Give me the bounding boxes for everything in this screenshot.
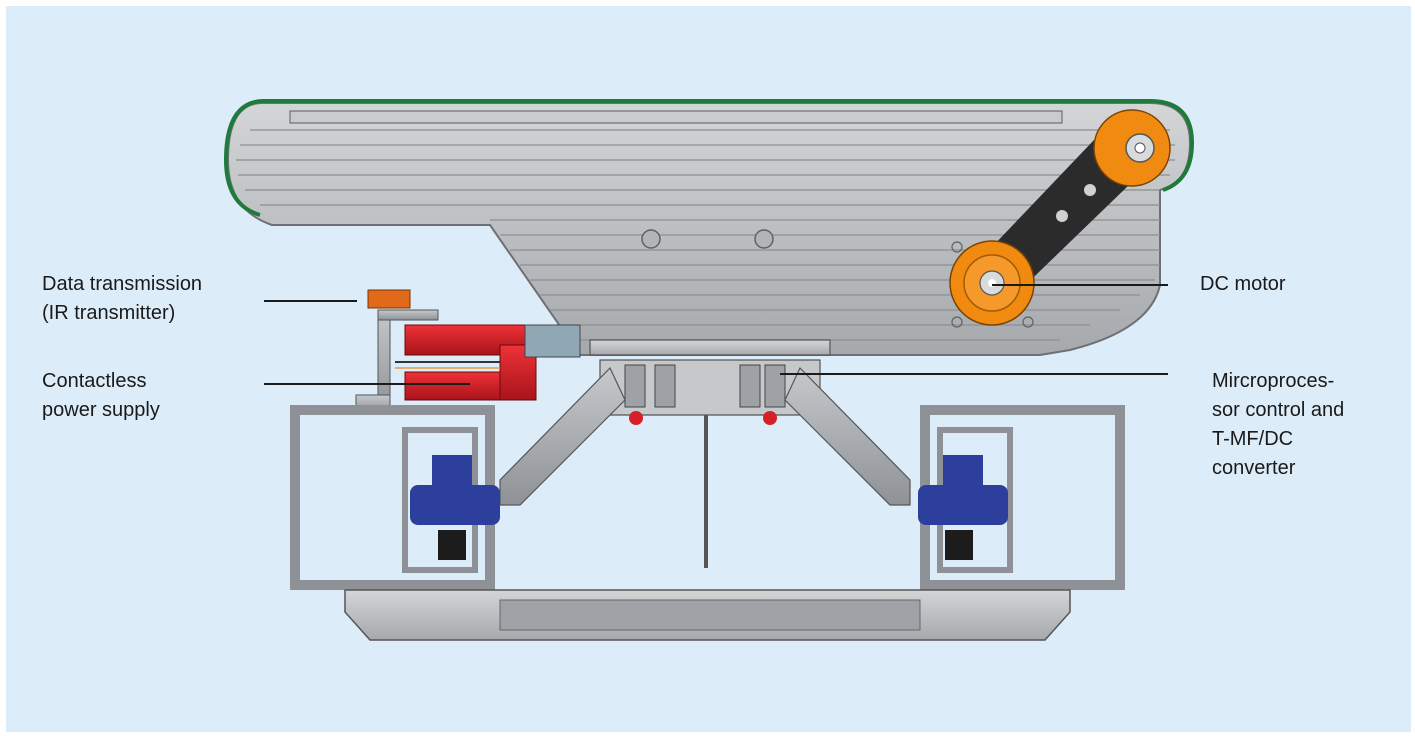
dc-motor-pulley xyxy=(949,240,1035,326)
leader-lines xyxy=(264,284,1168,385)
ir-transmitter xyxy=(367,289,411,309)
belt xyxy=(262,99,1195,192)
power-supply-unit xyxy=(355,309,581,414)
right-wheel-frame xyxy=(918,405,1125,590)
base-skid xyxy=(344,589,1071,641)
top-pulley xyxy=(1093,109,1171,187)
label-data-transmission: Data transmission (IR transmitter) xyxy=(42,273,203,324)
center-bracket xyxy=(499,339,911,568)
label-dc-motor: DC motor xyxy=(1200,273,1286,295)
label-microprocessor-control: Mircroproces- sor control and T-MF/DC co… xyxy=(1212,370,1345,479)
label-contactless-power-supply: Contactless power supply xyxy=(42,370,160,421)
housing-ribs xyxy=(236,129,1175,341)
left-wheel-frame xyxy=(290,405,500,590)
